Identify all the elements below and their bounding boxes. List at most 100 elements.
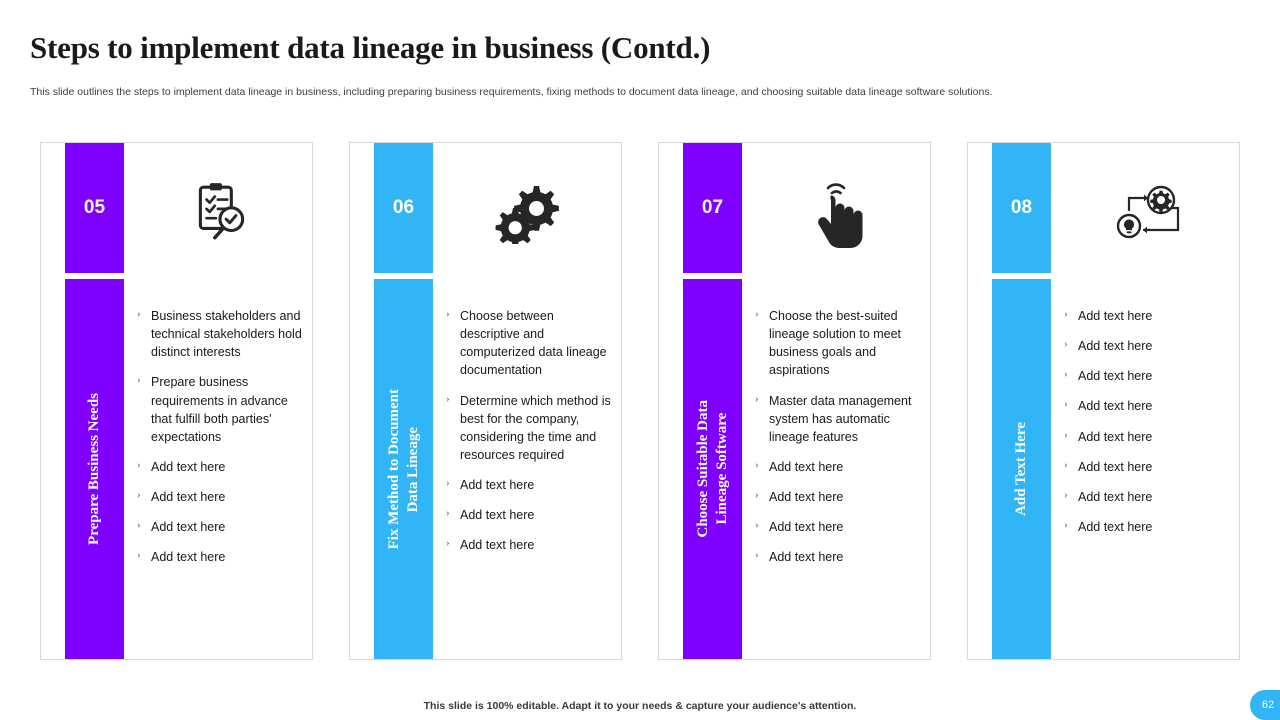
bullet-marker-icon: › — [1064, 338, 1068, 351]
list-item: ›Add text here — [1064, 367, 1230, 385]
list-item: ›Add text here — [1064, 518, 1230, 536]
page-title: Steps to implement data lineage in busin… — [30, 30, 711, 65]
bullet-text: Add text here — [1078, 339, 1153, 354]
bullet-text: Add text here — [151, 490, 226, 504]
bullet-marker-icon: › — [137, 519, 141, 532]
bullet-marker-icon: › — [446, 308, 450, 320]
bullet-text: Add text here — [1078, 309, 1153, 323]
list-item: › Choose the best-suited lineage solution… — [755, 307, 921, 380]
bullet-marker-icon: › — [137, 489, 141, 501]
bullet-marker-icon: › — [755, 489, 759, 501]
step-card-06[interactable]: 06 Fix Method to Document Data Lineage — [349, 142, 622, 660]
bullet-text: Add text here — [151, 520, 226, 535]
list-item: › Add text here — [1064, 488, 1230, 506]
list-item: › Add text here — [1064, 307, 1230, 325]
bullet-marker-icon: › — [1064, 428, 1068, 441]
step-card-07[interactable]: 07 Choose Suitable Data Lineage Software… — [658, 142, 931, 660]
clipboard-checklist-magnifier-icon — [131, 157, 311, 269]
bullet-text: Add text here — [769, 490, 844, 504]
bullet-marker-icon: › — [446, 477, 450, 489]
list-item: › Business stakeholders and technical sta… — [137, 307, 303, 361]
list-item: ›Add text here — [1064, 458, 1230, 476]
bullet-text: Add text here — [460, 538, 535, 553]
step-card-08[interactable]: 08 Add Text — [967, 142, 1240, 660]
bullet-marker-icon: › — [1064, 488, 1068, 501]
list-item: ›Choose between descriptive and computer… — [446, 307, 612, 380]
step-number-label: 05 — [83, 197, 106, 218]
bullet-text: Add text here — [769, 459, 844, 474]
bullet-marker-icon: › — [1064, 398, 1068, 411]
bullet-text: Add text here — [1078, 399, 1153, 414]
list-item: › Add text here — [1064, 337, 1230, 355]
page-subtitle: This slide outlines the steps to impleme… — [30, 86, 993, 98]
bullet-marker-icon: › — [755, 308, 759, 320]
step-label-band-06: Fix Method to Document Data Lineage — [374, 279, 433, 659]
bullet-marker-icon: › — [137, 458, 141, 471]
bullet-marker-icon: › — [446, 537, 450, 550]
step-label-band-05: Prepare Business Needs — [65, 279, 124, 659]
list-item: › Prepare business requirements in advanc… — [137, 373, 303, 446]
bullet-list-08: › Add text here › Add text here › Add text … — [1064, 307, 1230, 548]
bullet-marker-icon: › — [446, 507, 450, 520]
bullet-marker-icon: › — [1064, 308, 1068, 320]
bullet-text: Add text here — [769, 520, 844, 535]
bullet-marker-icon: › — [137, 549, 141, 562]
bullet-text: Add text here — [769, 550, 844, 565]
gear-bulb-flow-icon — [1058, 157, 1238, 269]
bullet-text: Business stakeholders and technical stak… — [151, 309, 302, 360]
list-item: › Add text here — [446, 506, 612, 524]
bullet-text: Add text here — [460, 478, 535, 492]
list-item: › Add text here — [755, 548, 921, 566]
bullet-list-07: › Choose the best-suited lineage solution… — [755, 307, 921, 578]
list-item: › Add text here — [1064, 428, 1230, 446]
step-label: Prepare Business Needs — [86, 393, 103, 545]
bullet-marker-icon: › — [1064, 368, 1068, 381]
bullet-marker-icon: › — [755, 519, 759, 532]
bullet-marker-icon: › — [755, 549, 759, 562]
cards-container: 05 Prepare Business Needs — [40, 142, 1240, 660]
bullet-text: Add text here — [1078, 519, 1153, 534]
bullet-marker-icon: › — [755, 392, 759, 405]
step-number-label: 08 — [1010, 197, 1033, 218]
footer-note: This slide is 100% editable. Adapt it to… — [423, 700, 857, 712]
bullet-text: Master data management system has automa… — [769, 393, 912, 444]
bullet-marker-icon: › — [446, 392, 450, 405]
list-item: › Add text here — [446, 476, 612, 494]
bullet-text: Add text here — [460, 508, 535, 523]
step-label-band-08: Add Text Here — [992, 279, 1051, 659]
list-item: › Add text here — [446, 536, 612, 554]
step-number-badge-07: 07 — [683, 143, 742, 273]
list-item: › Add text here — [137, 548, 303, 566]
bullet-text: Add text here — [1078, 429, 1153, 444]
step-label: Choose Suitable Data Lineage Software — [694, 400, 730, 538]
list-item: ›Determine which method is best for the … — [446, 392, 612, 465]
bullet-list-05: › Business stakeholders and technical sta… — [137, 307, 303, 578]
bullet-list-06: ›Choose between descriptive and computer… — [446, 307, 612, 566]
step-number-label: 07 — [701, 197, 724, 218]
list-item: › Add text here — [1064, 397, 1230, 415]
bullet-text: Add text here — [1078, 489, 1153, 504]
bullet-marker-icon: › — [1064, 458, 1068, 471]
hand-click-cursor-icon — [749, 157, 929, 269]
bullet-marker-icon: › — [137, 308, 141, 320]
list-item: › Add text here — [137, 488, 303, 506]
list-item: › Add text here — [755, 488, 921, 506]
step-number-label: 06 — [392, 197, 415, 218]
step-card-05[interactable]: 05 Prepare Business Needs — [40, 142, 313, 660]
bullet-marker-icon: › — [137, 374, 141, 387]
bullet-text: Add text here — [151, 459, 226, 474]
step-label: Fix Method to Document Data Lineage — [385, 388, 421, 550]
list-item: › Add text here — [755, 518, 921, 536]
bullet-text: Add text here — [151, 550, 226, 565]
list-item: › Master data management system has autom… — [755, 392, 921, 446]
step-number-badge-08: 08 — [992, 143, 1051, 273]
bullet-text: Prepare business requirements in advance… — [151, 375, 288, 444]
bullet-text: Choose the best-suited lineage solution … — [769, 309, 902, 378]
gears-cogs-icon — [440, 157, 620, 269]
bullet-marker-icon: › — [755, 458, 759, 471]
step-number-badge-06: 06 — [374, 143, 433, 273]
page-number-badge: 62 — [1250, 690, 1280, 720]
step-number-badge-05: 05 — [65, 143, 124, 273]
step-label: Add Text Here — [1013, 422, 1030, 516]
